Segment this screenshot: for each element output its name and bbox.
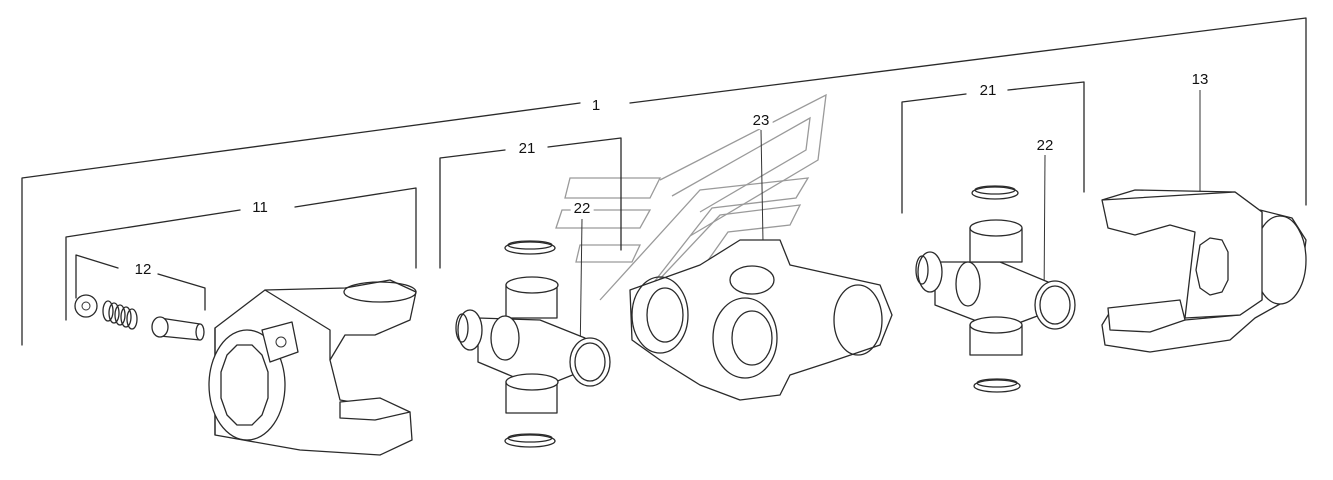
callout-12: 12 (131, 262, 155, 278)
bracket-11 (65, 187, 417, 321)
snap-ring (504, 240, 556, 448)
callout-23: 23 (749, 113, 773, 129)
callout-13: 13 (1188, 72, 1212, 88)
callout-22-right: 22 (1033, 138, 1057, 154)
spring-kit-12 (74, 294, 205, 341)
callout-11: 11 (249, 200, 271, 216)
yoke-13 (1101, 189, 1307, 353)
bracket-12 (75, 254, 206, 311)
callout-1: 1 (588, 98, 604, 114)
bracket-21-right (901, 81, 1085, 214)
double-yoke-23 (629, 239, 893, 401)
bracket-1 (21, 17, 1307, 346)
snap-ring (971, 185, 1021, 393)
bracket-21-left (439, 137, 622, 269)
cross-kit-21-left (455, 276, 611, 414)
cross-kit-21-right (915, 219, 1076, 356)
watermark-logo (555, 93, 827, 301)
yoke-11 (208, 279, 417, 456)
leader-23 (760, 129, 764, 243)
callout-21-left: 21 (515, 141, 539, 157)
callout-22-left: 22 (570, 201, 594, 217)
callout-21-right: 21 (976, 83, 1000, 99)
